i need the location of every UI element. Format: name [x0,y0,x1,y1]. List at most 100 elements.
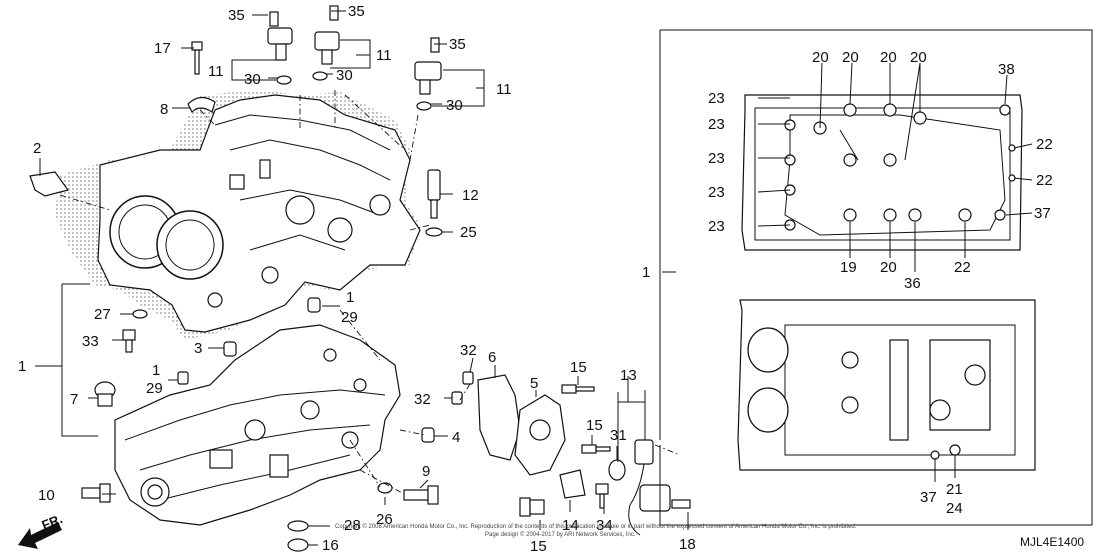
callout-1: 1 [18,358,26,375]
callout-30: 30 [446,97,463,114]
callout-27: 27 [94,306,111,323]
callout-34: 34 [596,517,613,534]
dowel-32b [451,391,463,405]
callout-30: 30 [244,71,261,88]
callout-20: 20 [910,49,927,66]
callout-11: 11 [208,63,224,80]
oring-31 [608,459,626,481]
bolt-16 [287,538,309,552]
callout-13: 13 [620,367,637,384]
switch-10 [81,483,111,503]
callout-1: 1 [346,289,354,306]
dowel-29a [307,297,321,313]
callouts: 35 35 35 17 11 11 11 30 30 30 8 2 12 25 … [18,3,1053,555]
callout-20: 20 [880,49,897,66]
callout-23: 23 [708,184,725,201]
dowel-29b [177,371,189,385]
sensor-11a [267,11,293,85]
callout-35: 35 [228,7,245,24]
callout-15: 15 [570,359,587,376]
gasket-6 [477,374,521,461]
callout-23: 23 [708,150,725,167]
callout-15: 15 [586,417,603,434]
callout-23: 23 [708,90,725,107]
callout-28: 28 [344,517,361,534]
diagram-code: MJL4E1400 [1020,535,1084,549]
detail-frame [659,29,1093,526]
callout-15: 15 [530,538,547,555]
callout-23: 23 [708,218,725,235]
callout-20: 20 [812,49,829,66]
leader-lines [35,10,1033,546]
callout-29: 29 [146,380,163,397]
upper-crankcase [55,90,421,340]
callout-20: 20 [842,49,859,66]
callout-5: 5 [530,375,538,392]
lower-crankcase [114,324,401,526]
callout-26: 26 [376,511,393,528]
callout-33: 33 [82,333,99,350]
callout-24: 24 [946,500,963,517]
callout-37: 37 [920,489,937,506]
dowel-3 [223,341,237,357]
callout-35: 35 [348,3,365,20]
plate-2 [29,171,69,197]
crankcase-bottom-view [741,94,1023,251]
front-arrow: FR. [18,511,65,549]
callout-20: 20 [880,259,897,276]
washer-26 [377,482,393,494]
sensor-12 [425,169,443,237]
dowel-32a [462,371,474,385]
callout-7: 7 [70,391,78,408]
callout-6: 6 [488,349,496,366]
dowel-4 [421,427,435,443]
callout-30: 30 [336,67,353,84]
washer-28 [287,520,309,532]
bolt-15c [519,497,545,517]
callout-36: 36 [904,275,921,292]
callout-16: 16 [322,537,339,554]
callout-31: 31 [610,427,627,444]
copyright-text: Page design © 2004-2017 by ARI Network S… [485,531,636,538]
plug-7 [94,381,116,407]
tensioner-5 [514,394,566,476]
callout-25: 25 [460,224,477,241]
sensor-11c [414,37,442,111]
callout-37: 37 [1034,205,1051,222]
callout-11: 11 [376,47,392,64]
callout-35: 35 [449,36,466,53]
crankcase-top-view [737,299,1036,471]
bolt-34 [595,483,609,509]
callout-23: 23 [708,116,725,133]
bolt-15a [561,384,595,394]
callout-8: 8 [160,101,168,118]
callout-4: 4 [452,429,460,446]
callout-3: 3 [194,340,202,357]
callout-14: 14 [562,517,579,534]
bolt-15b [581,444,611,454]
callout-9: 9 [422,463,430,480]
plate-14 [559,469,586,499]
bolt-17 [191,41,203,75]
washer-27 [132,309,148,319]
callout-38: 38 [998,61,1015,78]
callout-22: 22 [1036,172,1053,189]
callout-17: 17 [154,40,171,57]
sensor-13 [628,439,654,536]
callout-11: 11 [496,81,512,98]
clip-8 [187,96,216,114]
callout-12: 12 [462,187,479,204]
callout-32: 32 [460,342,477,359]
callout-1: 1 [152,362,160,379]
sensor-18 [639,484,691,512]
callout-21: 21 [946,481,963,498]
callout-32: 32 [414,391,431,408]
callout-19: 19 [840,259,857,276]
callout-10: 10 [38,487,55,504]
callout-29: 29 [341,309,358,326]
callout-2: 2 [33,140,41,157]
reference-dash-lines [59,90,681,495]
front-label: FR. [40,511,65,533]
callout-22: 22 [954,259,971,276]
